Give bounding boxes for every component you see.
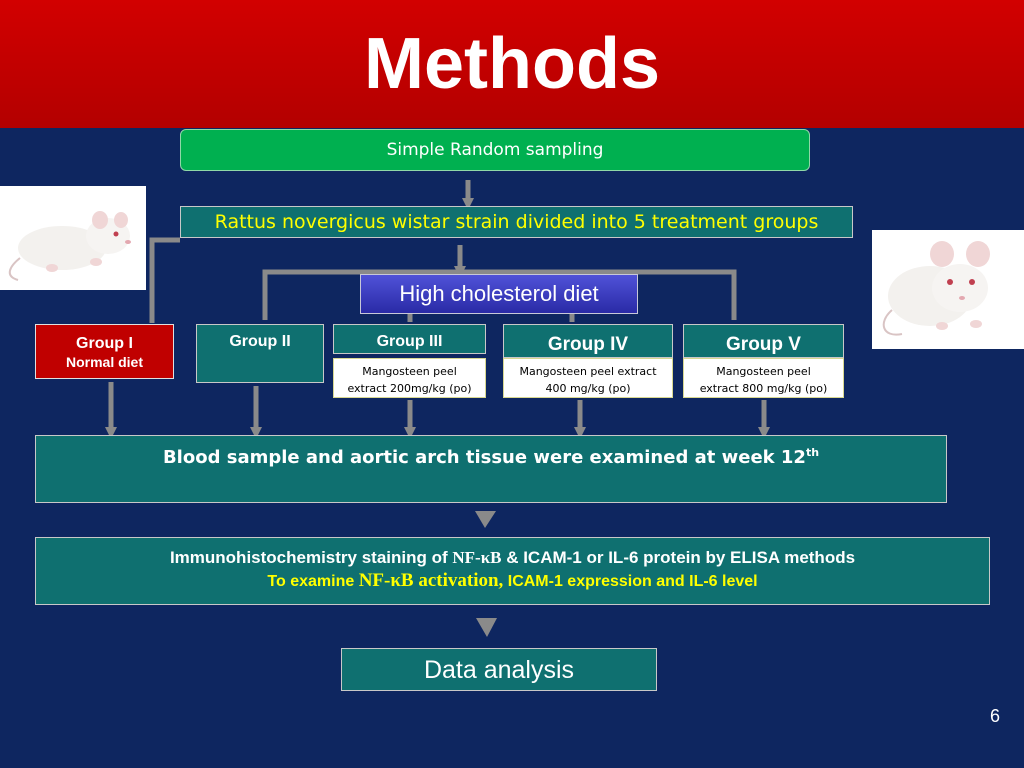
ihc-line-2-end: ICAM-1 expression and IL-6 level (503, 573, 758, 590)
data-analysis-box: Data analysis (341, 648, 657, 691)
title-bar: Methods (0, 0, 1024, 128)
slide-title: Methods (364, 24, 660, 104)
ihc-line-1-marker: NF-κB (452, 548, 502, 567)
connector-branch-right (460, 269, 737, 320)
ihc-line-1-start: Immunohistochemistry staining of (169, 548, 453, 567)
group-3-box: Group III (333, 324, 486, 354)
rat-illustration-left (8, 211, 131, 281)
ihc-line-2-marker: NF-κB activation, (358, 570, 504, 591)
examination-box: Blood sample and aortic arch tissue were… (35, 435, 947, 503)
group-3-label: Group III (376, 333, 443, 350)
group-5-dose-line-1: Mangosteen peel (716, 365, 811, 378)
connector-subjects-to-group-1 (149, 237, 180, 323)
group-5-dose: Mangosteen peel extract 800 mg/kg (po) (683, 358, 844, 398)
sampling-box: Simple Random sampling (180, 129, 810, 171)
group-3-dose-line-1: Mangosteen peel (362, 365, 457, 378)
group-4-dose: Mangosteen peel extract 400 mg/kg (po) (503, 358, 673, 398)
diet-box: High cholesterol diet (360, 274, 638, 314)
examination-superscript: th (805, 446, 820, 459)
subjects-box: Rattus novergicus wistar strain divided … (180, 206, 853, 238)
group-4-box: Group IV (503, 324, 673, 358)
examination-text: Blood sample and aortic arch tissue were… (162, 447, 806, 468)
group-5-dose-line-2: extract 800 mg/kg (po) (699, 382, 828, 395)
group-2-label: Group II (229, 333, 291, 350)
rat-illustration-right (882, 241, 990, 336)
group-1-label: Group I (76, 335, 133, 352)
group-3-dose: Mangosteen peel extract 200mg/kg (po) (333, 358, 486, 398)
arrow-ihc-to-analysis (476, 618, 497, 637)
ihc-line-1-end: & ICAM-1 or IL-6 protein by ELISA method… (501, 548, 856, 567)
group-2-box: Group II (196, 324, 324, 383)
group-4-dose-line-1: Mangosteen peel extract (519, 365, 657, 378)
arrow-blood-to-ihc (475, 511, 496, 528)
group-5-box: Group V (683, 324, 844, 358)
connector-branch-left (262, 269, 460, 320)
ihc-line-2: To examine NF-κB activation, ICAM-1 expr… (36, 569, 989, 594)
group-1-box: Group I Normal diet (35, 324, 174, 379)
ihc-line-2-start: To examine (267, 573, 359, 590)
rat-image-left (0, 186, 146, 290)
rat-image-right (872, 230, 1024, 349)
page-number: 6 (989, 706, 1000, 726)
group-5-label: Group V (726, 334, 801, 355)
group-4-label: Group IV (547, 334, 629, 355)
ihc-box: Immunohistochemistry staining of NF-κB &… (35, 537, 990, 605)
group-4-dose-line-2: 400 mg/kg (po) (545, 382, 631, 395)
ihc-line-1: Immunohistochemistry staining of NF-κB &… (36, 547, 989, 569)
group-1-detail: Normal diet (65, 354, 143, 370)
group-3-dose-line-2: extract 200mg/kg (po) (347, 382, 472, 395)
